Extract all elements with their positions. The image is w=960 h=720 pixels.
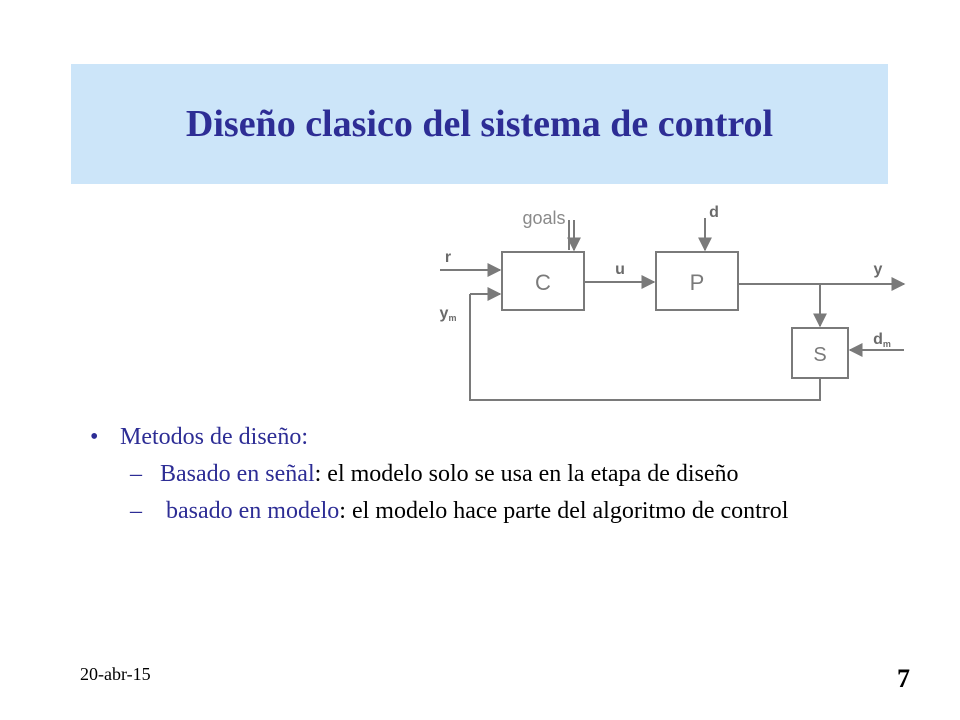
dm-sub: m [883,339,891,349]
sub-bullet-2-rest: : el modelo hace parte del algoritmo de … [339,498,789,524]
page-number: 7 [897,664,910,693]
title-band: Diseño clasico del sistema de control [71,64,888,184]
bullet-main: • Metodos de diseño: [90,424,890,451]
u-label: u [615,261,625,278]
bullet-dot-icon: • [90,424,99,450]
ym-main: y [440,305,449,322]
sub-bullet-1-rest: : el modelo solo se usa en la etapa de d… [314,461,739,487]
block-c [501,251,585,311]
block-p [655,251,739,311]
block-c-label: C [535,270,551,295]
sub-bullet-2-dash: – [130,498,142,524]
sub-bullet-2-text: basado en modelo: el modelo hace parte d… [160,498,860,525]
ym-sub: m [448,313,456,323]
sub-bullet-1-dash: – [130,461,142,487]
slide-title: Diseño clasico del sistema de control [185,103,774,145]
block-s-label: S [813,344,826,366]
feedback-loop [469,294,821,401]
goals-label: goals [522,208,565,228]
y-label: y [874,261,883,278]
d-label: d [709,204,719,221]
sub-bullet-2: – basado en modelo: el modelo hace parte… [130,498,890,525]
dm-label: dm [873,331,891,349]
dm-main: d [873,331,883,348]
bullet-main-text: Metodos de diseño: [120,424,308,450]
ym-label: ym [440,305,457,323]
sub-bullet-1-key: Basado en señal [160,461,315,487]
sub-bullet-2-key: basado en modelo [160,498,340,524]
sub-bullet-1: – Basado en señal: el modelo solo se usa… [130,461,890,488]
bullet-list: • Metodos de diseño: – Basado en señal: … [90,424,890,525]
control-block-diagram: C P S goals d r u y ym dm [440,204,906,401]
block-p-label: P [690,270,705,295]
sub-bullet-1-text: Basado en señal: el modelo solo se usa e… [160,461,860,488]
r-label: r [445,249,451,266]
footer-date: 20-abr-15 [80,664,151,684]
